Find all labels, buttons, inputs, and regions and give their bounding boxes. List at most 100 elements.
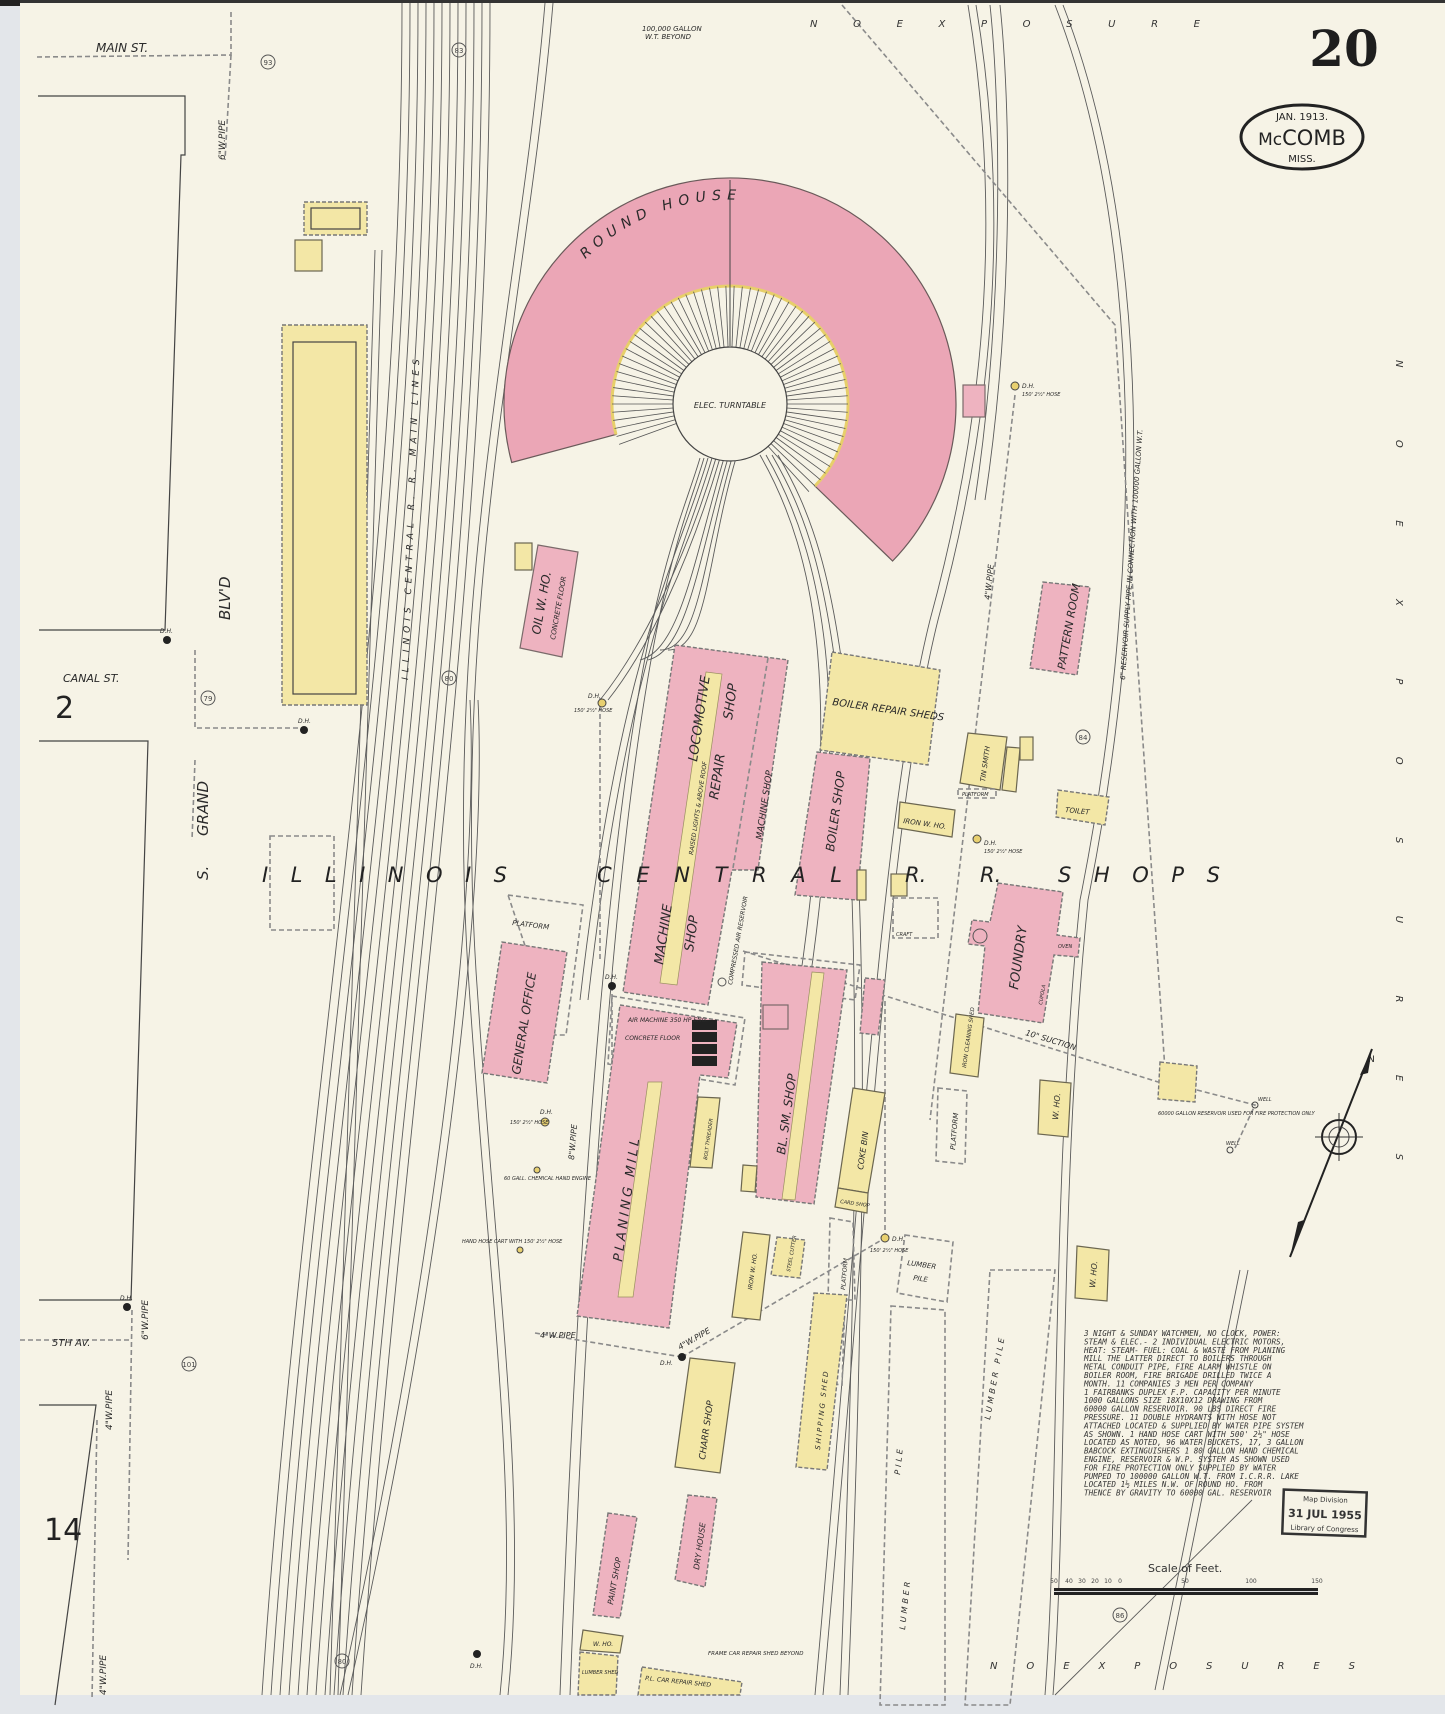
scale-tick-label: 10 [1104, 1578, 1112, 1585]
note-line: THENCE BY GRAVITY TO 60000 GAL. RESERVOI… [1084, 1489, 1272, 1498]
scale-title: Scale of Feet. [1148, 1562, 1222, 1575]
title-word: R. [980, 863, 1001, 887]
long-shed [281, 324, 368, 706]
svg-text:D.H.: D.H. [588, 693, 601, 700]
title-cartouche: JAN. 1913. McCOMB MISS. [1239, 103, 1365, 171]
svg-text:93: 93 [264, 59, 273, 67]
stall-line [622, 355, 679, 382]
stall-line [618, 423, 677, 445]
street-lines [20, 12, 304, 1701]
adjacent-sheet-14: 14 [44, 1513, 82, 1548]
svg-text:101: 101 [182, 1361, 195, 1369]
stall-line [616, 371, 676, 389]
library-stamp: Map Division 31 JUL 1955 Library of Cong… [1280, 1488, 1369, 1538]
compass-rose: N [1289, 1048, 1375, 1258]
platform-right: PLATFORM [935, 1087, 968, 1165]
scale-tick-label: 30 [1078, 1578, 1086, 1585]
foundry: FOUNDRY OVEN CUPOLA CRAFT [890, 873, 1081, 1024]
stall-line [743, 289, 759, 349]
iron-warehouse: IRON W. HO. [897, 801, 956, 838]
note-line: ENGINE, RESERVOIR & W.P. SYSTEM AS SHOWN… [1084, 1455, 1290, 1464]
svg-text:86: 86 [1116, 1612, 1125, 1620]
stall-line [770, 443, 816, 487]
platform-label: PLATFORM [840, 1257, 850, 1290]
pipe-label: 4"W.PIPE [99, 1655, 109, 1695]
svg-text:79: 79 [204, 695, 213, 703]
stall-line [785, 379, 846, 393]
tin-smith: TIN SMITH PLATFORM [957, 732, 1034, 799]
svg-text:D.H.: D.H. [540, 1109, 553, 1116]
stall-line [773, 440, 821, 481]
scale-tick-label: 50 [1050, 1578, 1058, 1585]
note-line: STEAM & ELEC.- 2 INDIVIDUAL ELECTRIC MOT… [1084, 1337, 1285, 1346]
turntable-stall-lines [612, 180, 848, 492]
note-line: AS SHOWN. 1 HAND HOSE CART WITH 500' 2½"… [1083, 1430, 1290, 1439]
pipe-label: 4"W.PIPE [105, 1390, 115, 1430]
shipping-shed: SHIPPING SHED [795, 1292, 848, 1471]
stall-line [784, 371, 844, 389]
block-number: 79 [200, 690, 216, 706]
main-line-track [270, 2, 411, 1696]
turntable [672, 346, 788, 462]
concrete-floor-label: CONCRETE FLOOR [625, 1035, 680, 1042]
svg-text:60 GALL. CHEMICAL HAND ENGINE: 60 GALL. CHEMICAL HAND ENGINE [504, 1176, 592, 1182]
stall-line [767, 316, 810, 362]
hydrants: D.H. D.H. D.H. D.H. D.H. D.H. D.H.150' 2… [120, 381, 1061, 1670]
stall-line [634, 334, 685, 371]
stall-line [639, 327, 687, 368]
air-machine-label: AIR MACHINE 350 HP ENG. [627, 1017, 708, 1024]
east-track [1154, 1269, 1241, 1691]
hydrant: D.H. [660, 1353, 686, 1367]
hose-cart: HAND HOSE CART WITH 150' 2½" HOSE [462, 1238, 563, 1254]
street-label-canal: CANAL ST. [63, 672, 119, 685]
toilet-label: TOILET [1065, 806, 1091, 817]
small-building [962, 384, 986, 418]
pile-label: PILE [913, 1274, 929, 1284]
street-label-main: MAIN ST. [96, 41, 148, 55]
main-line-track [360, 2, 491, 1696]
stall-line [785, 415, 846, 429]
svg-text:D.H.: D.H. [470, 1663, 483, 1670]
stall-line [786, 395, 848, 401]
stall-line [612, 407, 674, 413]
stall-line [618, 363, 677, 385]
pile-label: PILE [893, 1446, 905, 1475]
hose-house: D.H.150' 2½" HOSE [510, 1109, 553, 1127]
stamp-line3: Library of Congress [1290, 1524, 1359, 1534]
stall-line [670, 301, 702, 355]
water-tower-note: 100,000 GALLON [642, 25, 702, 33]
stall-line [735, 286, 743, 348]
warehouse-far-right: W. HO. [1074, 1245, 1110, 1302]
east-track [1054, 1499, 1253, 1696]
lumber-pile-box: LUMBER PILE [896, 1234, 954, 1303]
svg-text:HAND HOSE CART WITH 150' 2½" H: HAND HOSE CART WITH 150' 2½" HOSE [462, 1238, 563, 1245]
stall-line [717, 286, 725, 348]
stall-line [783, 363, 842, 385]
siding-track [337, 249, 383, 1696]
stall-line [709, 287, 721, 348]
stall-line [770, 321, 816, 365]
stall-line [775, 334, 826, 371]
hose-house: D.H.150' 2½" HOSE [972, 834, 1023, 855]
sheet-number: 20 [1309, 19, 1379, 78]
top-border [0, 0, 1445, 3]
title-word: C E N T R A L [597, 863, 842, 887]
turntable-label: ELEC. TURNTABLE [694, 401, 767, 410]
note-line: ATTACHED LOCATED & SUPPLIED BY WATER PIP… [1083, 1421, 1304, 1430]
lumber-shed-label: LUMBER SHED [582, 1670, 619, 1676]
svg-text:D.H.: D.H. [160, 628, 173, 635]
siding-track [339, 699, 472, 1696]
stall-line [725, 286, 729, 348]
street-label-fifth: 5TH AV. [52, 1338, 90, 1349]
scale-tick-label: 150 [1311, 1578, 1323, 1585]
blacksmith-shop: BL. SM. SHOP [740, 951, 886, 1205]
general-office: PLATFORM GENERAL OFFICE [481, 894, 584, 1084]
main-line-track [333, 2, 467, 1696]
main-line-track [288, 2, 427, 1696]
stall-line [750, 294, 775, 352]
stall-line [780, 430, 835, 460]
hydrant: D.H. [120, 1295, 133, 1311]
pipe-label: 6"W.PIPE [218, 120, 228, 160]
stall-line [657, 310, 696, 360]
